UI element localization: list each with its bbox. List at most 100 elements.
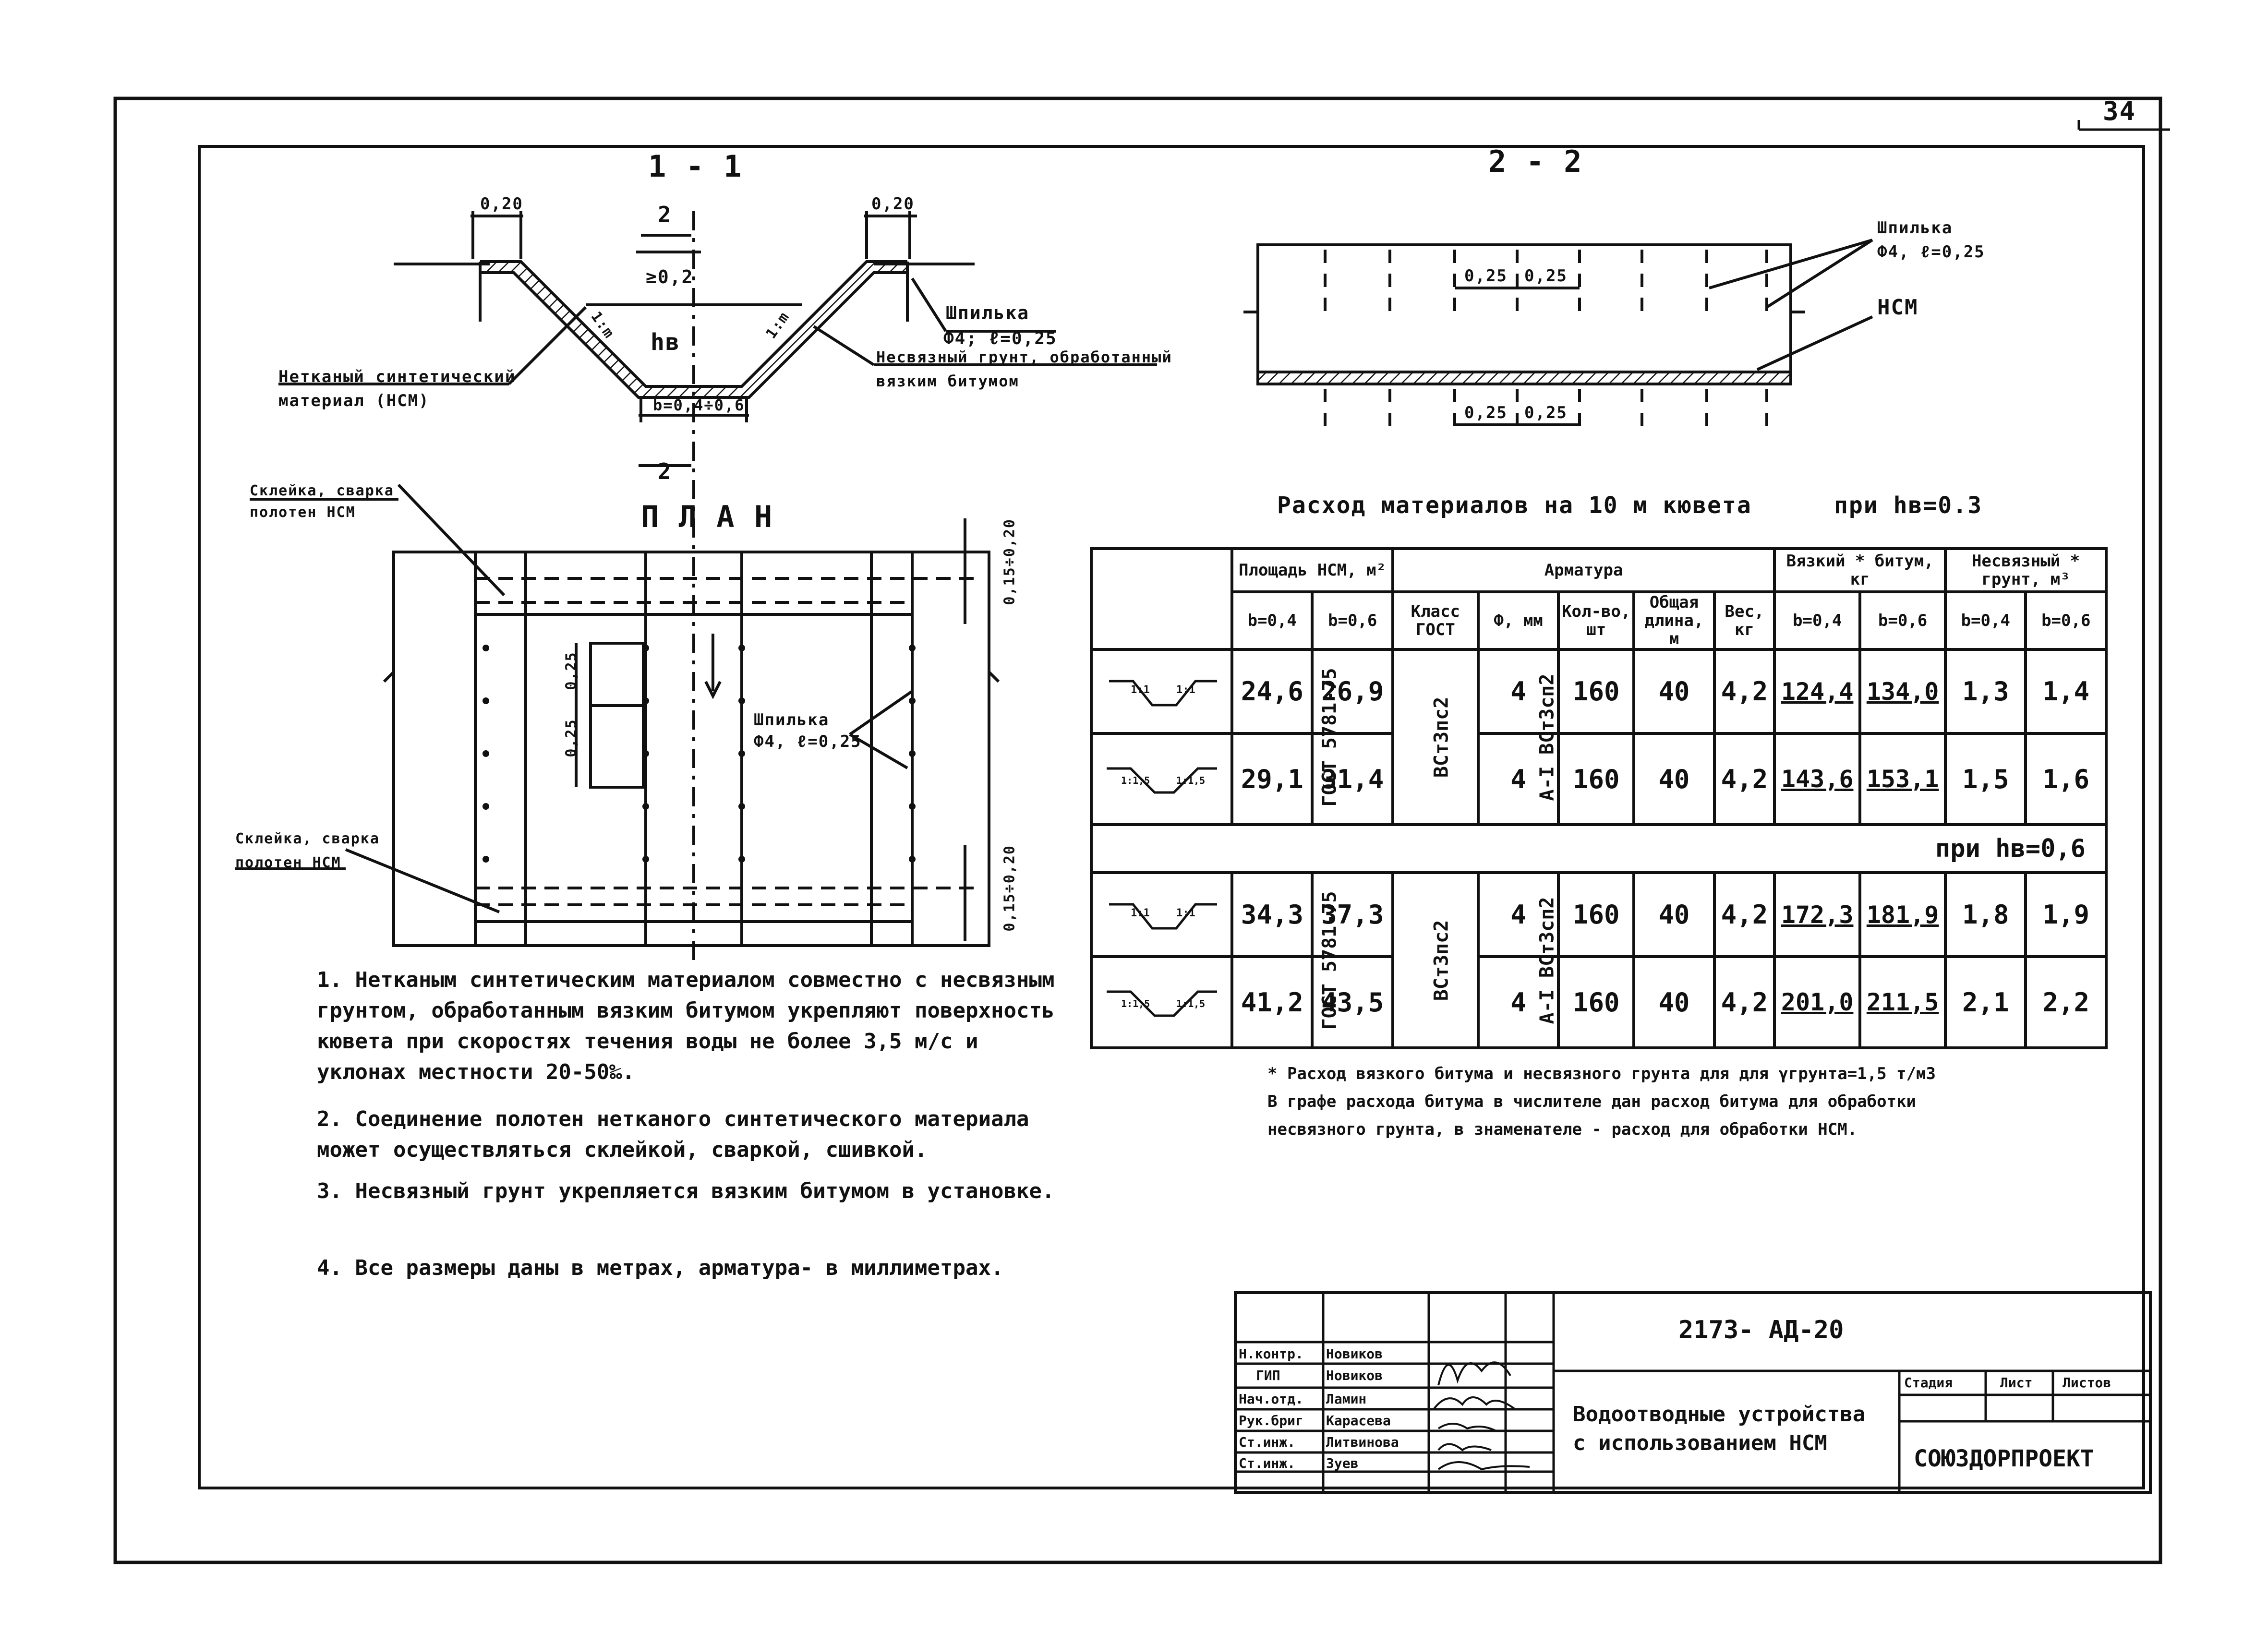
role-1: Н.контр. [1239,1346,1303,1362]
lining-hatch [480,262,907,397]
s22-dim-c: 0,25 [1464,403,1508,422]
ditch-sketch: 1:1 1:1 [1089,648,1234,735]
cell: 31,4 [1311,732,1394,826]
sheet-label: Лист [2000,1375,2033,1391]
cell: 211,5 [1858,955,1947,1049]
label-soil-1: Несвязный грунт, обработанный [876,348,1172,366]
ditch-sketch: 1:1,5 1:1,5 [1089,955,1234,1049]
s22-dim-d: 0,25 [1524,403,1568,422]
h-bit-b04: b=0,4 [1773,590,1862,651]
svg-text:1:1,5: 1:1,5 [1176,998,1205,1009]
h-count: Кол-во, шт [1557,590,1636,651]
cell: 201,0 [1773,955,1862,1049]
ditch-shape-icon: 1:1,5 1:1,5 [1106,767,1217,794]
dim-top-right: 0,20 [871,194,915,214]
s22-dim-a: 0,25 [1464,266,1508,286]
h-soil-b04: b=0,4 [1944,590,2027,651]
class-cell: ГОСТ 5781-75 ВСт3пс2 A-I ВСт3сп2 [1318,871,1558,1049]
plan-glue-bot-1: Склейка, сварка [235,830,380,847]
plan-glue-bot-2: полотен НСМ [235,854,341,871]
cell: 160 [1557,732,1636,826]
col-bitumen: Вязкий * битум, кг [1773,547,1947,593]
h-length: Общая длина, м [1632,590,1716,651]
materials-condition-1: при hв=0.3 [1834,492,1982,519]
h-class: Класс ГОСТ [1391,590,1480,651]
footnote-2: В графе расхода битума в числителе дан р… [1267,1092,1917,1111]
signatures [1433,1361,1530,1471]
svg-text:1:1: 1:1 [1176,684,1195,696]
note-2: 2. Соединение полотен нетканого синтетич… [317,1107,1029,1162]
table-row: 1:1 1:1 24,6 26,9 ГОСТ 5781-75 ВСт3пс2 A… [1089,648,2108,826]
cell: 1,8 [1944,871,2027,958]
ditch-shape-icon: 1:1 1:1 [1109,903,1217,929]
role-3: Нач.отд. [1239,1391,1303,1407]
condition-row: при hв=0,6 [1090,823,2108,874]
cell: 43,5 [1311,955,1394,1049]
role-4: Рук.бриг [1239,1413,1303,1428]
col-area: Площадь НСМ, м² [1231,547,1394,593]
role-2: ГИП [1256,1368,1280,1383]
cell: 37,3 [1311,871,1394,958]
cell: 26,9 [1311,648,1394,735]
materials-condition-2: при hв=0,6 [1090,823,2108,874]
col-soil: Несвязный * грунт, м³ [1944,547,2108,593]
title-block: 2173- АД-20 Водоотводные устройства с ис… [1234,1291,2152,1494]
s22-nsm: НСМ [1877,295,1918,320]
svg-text:1:1: 1:1 [1176,907,1195,919]
cell: 4,2 [1713,648,1776,735]
role-5: Ст.инж. [1239,1434,1296,1450]
note-3: 3. Несвязный грунт укрепляется вязким би… [317,1179,1055,1203]
table-row: 1:1 1:1 34,3 37,3 ГОСТ 5781-75 ВСт3пс2 A… [1089,871,2108,1049]
cell: 40 [1632,955,1716,1049]
label-nsm-2: материал (НСМ) [278,391,430,410]
label-pin-1: Шпилька [946,302,1030,324]
svg-text:1:1: 1:1 [1131,907,1150,919]
bottom-width: b=0,4÷0,6 [653,396,745,414]
plan-dim-right-top: 0,15÷0,20 [1001,518,1018,605]
plan-dim-v1: 0,25 [563,651,580,690]
cell: 29,1 [1231,732,1314,826]
footnote-3: несвязного грунта, в знаменателе - расхо… [1267,1120,1858,1139]
cell: 172,3 [1773,871,1862,958]
drawing-code: 2173- АД-20 [1678,1316,1844,1344]
footnote-1: * Расход вязкого битума и несвязного гру… [1267,1064,1936,1083]
cell: 1,9 [2024,871,2108,958]
name-2: Новиков [1326,1368,1383,1383]
section-1-1 [278,211,1157,528]
plan-glue-top-2: полотен НСМ [250,504,356,521]
name-5: Литвинова [1326,1434,1399,1450]
class-steel-2: ВСт3пс2 [1430,696,1452,778]
section-1-1-title: 1 - 1 [648,149,743,184]
col-armature: Арматура [1391,547,1776,593]
h-area-b04: b=0,4 [1231,590,1314,651]
name-3: Ламин [1326,1391,1367,1407]
cell: 41,2 [1231,955,1314,1049]
plan-title: П Л А Н [641,499,773,534]
label-pin-2: Ф4; ℓ=0,25 [943,329,1057,348]
section-2-2 [1243,239,1873,437]
cell: 40 [1632,732,1716,826]
cell: 34,3 [1231,871,1314,958]
s22-pin-1: Шпилька [1877,218,1953,238]
cell: 1,5 [1944,732,2027,826]
class-steel-1: A-I ВСт3сп2 [1536,897,1558,1024]
cell: 4,2 [1713,955,1776,1049]
sheet-number: 34 [2103,96,2136,126]
cell: 4 [1476,871,1560,958]
cell: 4,2 [1713,732,1776,826]
cell: 24,6 [1231,648,1314,735]
col-sketch [1089,547,1234,651]
ditch-sketch: 1:1,5 1:1,5 [1089,732,1234,826]
dim-depth-min: ≥0,2 [646,266,694,288]
plan-dim-v2: 0,25 [563,719,580,757]
cell: 4 [1476,732,1560,826]
class-gost: ГОСТ 5781-75 [1318,668,1341,806]
cell: 4,2 [1713,871,1776,958]
cell: 160 [1557,648,1636,735]
cell: 153,1 [1858,732,1947,826]
materials-title: Расход материалов на 10 м кювета [1277,492,1752,519]
class-cell: ГОСТ 5781-75 ВСт3пс2 A-I ВСт3сп2 [1318,648,1558,826]
ditch-shape-icon: 1:1,5 1:1,5 [1106,990,1217,1017]
drawing-title-1: Водоотводные устройства [1573,1402,1866,1427]
